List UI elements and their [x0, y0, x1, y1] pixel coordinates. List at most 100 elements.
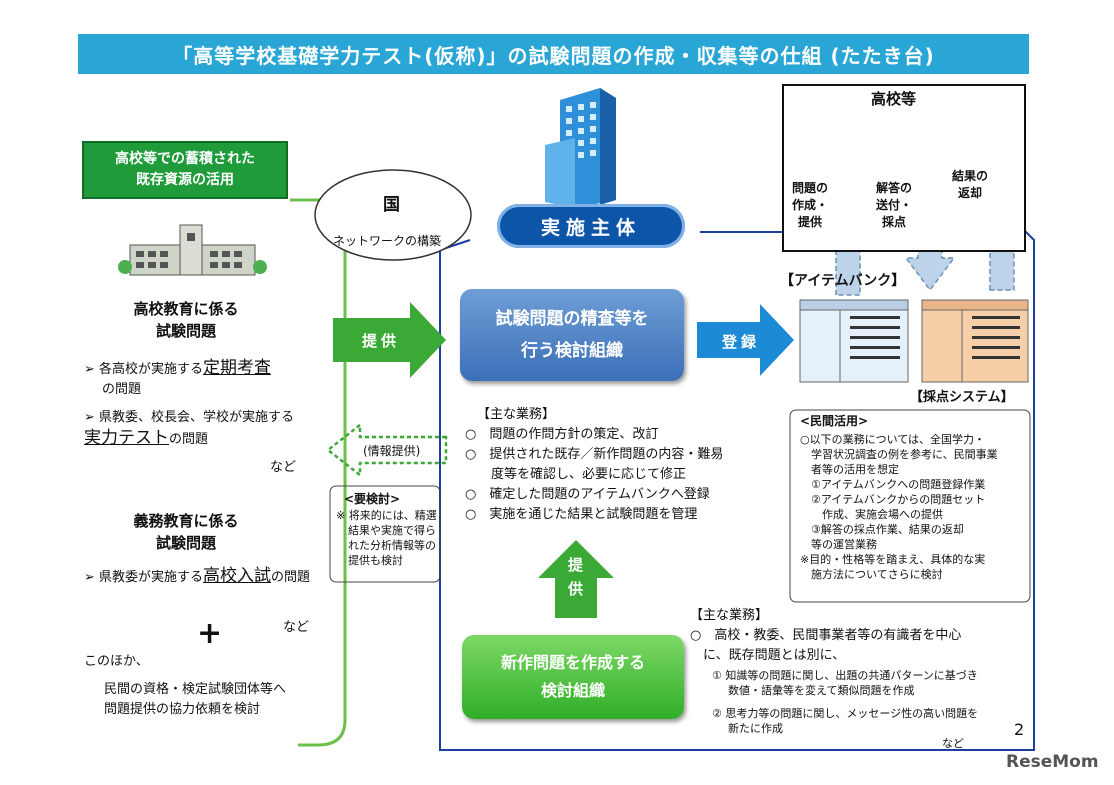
yokento-line-3: れた分析情報等の	[348, 539, 436, 552]
koko-label-3: 結果の 返却	[952, 168, 988, 202]
provide-up-label: 提 供	[568, 553, 583, 601]
mt2-etc: など	[942, 737, 964, 750]
kl1-3: 提供	[798, 215, 823, 229]
pv-2: 学習状況調査の例を参考に、民間事業	[800, 448, 998, 461]
hs-item-2: ➢ 県教委、校長会、学校が実施する実力テストの問題	[84, 410, 295, 448]
mt1-title: 【主な業務】	[477, 407, 556, 422]
cs-heading-1: 義務教育に係る	[133, 512, 239, 530]
pv-3: 者等の活用を想定	[800, 463, 899, 476]
school-building-icon	[118, 224, 267, 276]
item-bank-label: 【アイテムバンク】	[780, 273, 906, 289]
koko-label-1: 問題の 作成・ 提供	[792, 180, 828, 231]
kl1-1: 問題の	[792, 181, 829, 195]
pv-9: ※目的・性格等を踏まえ、具体的な実	[800, 553, 986, 566]
high-school-heading: 高校教育に係る 試験問題	[86, 298, 286, 342]
kl1-2: 作成・	[792, 198, 829, 212]
provide-arrow	[333, 302, 446, 378]
etc-label-1: など	[270, 460, 297, 475]
resource-box: 高校等での蓄積された 既存資源の活用	[82, 141, 288, 199]
koko-label-2: 解答の 送付・ 採点	[876, 180, 912, 231]
cs-post: の問題	[271, 570, 311, 585]
other-line-1: 民間の資格・検定試験団体等へ	[104, 682, 287, 697]
pv-10: 施方法についてさらに検討	[800, 568, 943, 581]
etc-label-2: など	[283, 620, 310, 635]
pv-1: ○以下の業務については、全国学力・	[800, 433, 986, 446]
review-line-1: 試験問題の精査等を	[495, 309, 649, 329]
hs-heading-2: 試験問題	[155, 322, 216, 340]
private-text: ○以下の業務については、全国学力・ 学習状況調査の例を参考に、民間事業 者等の活…	[800, 432, 1028, 582]
new-line-2: 検討組織	[540, 681, 605, 700]
plus-sign: +	[197, 616, 223, 651]
cs-item: ➢ 県教委が実施する高校入試の問題	[84, 566, 311, 586]
review-line-2: 行う検討組織	[521, 341, 623, 361]
kl2-2: 送付・	[876, 198, 913, 212]
page-title: 「高等学校基礎学力テスト(仮称)」の試験問題の作成・収集等の仕組 (たたき台)	[78, 34, 1029, 74]
kl3-1: 結果の	[952, 169, 989, 183]
pv-7: ③解答の採点作業、結果の返却	[800, 523, 964, 536]
other-text: 民間の資格・検定試験団体等へ 問題提供の協力依頼を検討	[104, 680, 286, 720]
provide-up-arrow	[538, 540, 614, 618]
kl3-2: 返却	[958, 186, 983, 200]
hs-heading-1: 高校教育に係る	[133, 300, 239, 318]
main-tasks-2: 【主な業務】 ○ 高校・教委、民間事業者等の有識者を中心 に、既存問題とは別に、	[690, 606, 1020, 666]
hs1-post: の問題	[102, 382, 142, 397]
office-tower-icon	[545, 88, 616, 208]
yokento-box	[329, 485, 441, 583]
kl2-3: 採点	[882, 215, 907, 229]
scoring-label: 【採点システム】	[910, 390, 1014, 405]
private-title: <民間活用>	[800, 414, 869, 428]
new-question-group-box: 新作問題を作成する 検討組織	[462, 635, 684, 719]
mt2-lead-1: ○ 高校・教委、民間事業者等の有識者を中心	[690, 628, 962, 643]
compulsory-heading: 義務教育に係る 試験問題	[86, 510, 286, 554]
resource-line-2: 既存資源の活用	[136, 172, 234, 188]
kuni-title: 国	[383, 195, 400, 215]
yokento-line-1: ※ 将来的には、精選	[336, 509, 437, 522]
hs2-emph: 実力テスト	[84, 428, 169, 448]
pv-4: ①アイテムバンクへの問題登録作業	[800, 478, 986, 491]
mt1-item-2: ○ 提供された既存／新作問題の内容・難易	[465, 447, 724, 462]
provide-arrow-label: 提供	[362, 332, 401, 350]
mt2-lead-2: に、既存問題とは別に、	[690, 648, 846, 663]
pv-5: ②アイテムバンクからの問題セット	[800, 493, 986, 506]
register-arrow	[697, 304, 794, 376]
cs-heading-2: 試験問題	[155, 534, 216, 552]
page-number: 2	[1014, 720, 1025, 739]
pv-6: 作成、実施会場への提供	[800, 508, 943, 521]
new-line-1: 新作問題を作成する	[500, 653, 645, 672]
info-arrow-label: (情報提供)	[363, 444, 421, 458]
private-box	[789, 409, 1031, 603]
left-bracket-line	[290, 198, 347, 747]
kl2-1: 解答の	[876, 181, 913, 195]
provide-up-2: 供	[568, 580, 584, 598]
mt2-title: 【主な業務】	[690, 608, 769, 623]
register-arrow-label: 登録	[722, 333, 761, 351]
provide-up-1: 提	[568, 556, 584, 574]
hs1-emph: 定期考査	[203, 358, 272, 378]
yokento-title: <要検討>	[344, 492, 401, 506]
mt1-item-1: ○ 問題の作問方針の策定、改訂	[465, 427, 659, 442]
other-intro: このほか、	[84, 654, 149, 669]
scoring-card	[921, 299, 1029, 383]
item-bank-card	[799, 299, 909, 383]
implementer-badge: 実施主体	[497, 204, 685, 248]
koko-box	[782, 84, 1026, 252]
main-tasks-1: 【主な業務】 ○ 問題の作問方針の策定、改訂 ○ 提供された既存／新作問題の内容…	[465, 405, 785, 525]
resemom-logo: ReseMom	[1006, 752, 1099, 772]
info-arrow	[325, 422, 448, 478]
hs2-post: の問題	[169, 432, 209, 447]
mt2-sub2-2: 新たに作成	[728, 722, 783, 735]
hs2-pre: 県教委、校長会、学校が実施する	[99, 410, 295, 425]
resource-line-1: 高校等での蓄積された	[115, 151, 255, 167]
cs-pre: 県教委が実施する	[99, 570, 204, 585]
cs-emph: 高校入試	[203, 566, 272, 586]
yokento-line-2: 結果や実施で得ら	[348, 524, 436, 537]
hs1-pre: 各高校が実施する	[99, 362, 204, 377]
main-tasks-2-sub: ① 知識等の問題に関し、出題の共通パターンに基づき 数値・語彙等を変えて類似問題…	[712, 668, 1022, 736]
hs-item-1: ➢ 各高校が実施する定期考査 の問題	[84, 358, 272, 397]
mt1-item-4: ○ 確定した問題のアイテムバンクへ登録	[465, 487, 710, 502]
review-group-box: 試験問題の精査等を 行う検討組織	[460, 289, 684, 381]
kuni-ellipse	[314, 169, 472, 261]
mt1-item-3: 度等を確認し、必要に応じて修正	[465, 467, 687, 482]
pv-8: 等の運営業務	[800, 538, 877, 551]
mt2-sub1-2: 数値・語彙等を変えて類似問題を作成	[728, 684, 915, 697]
